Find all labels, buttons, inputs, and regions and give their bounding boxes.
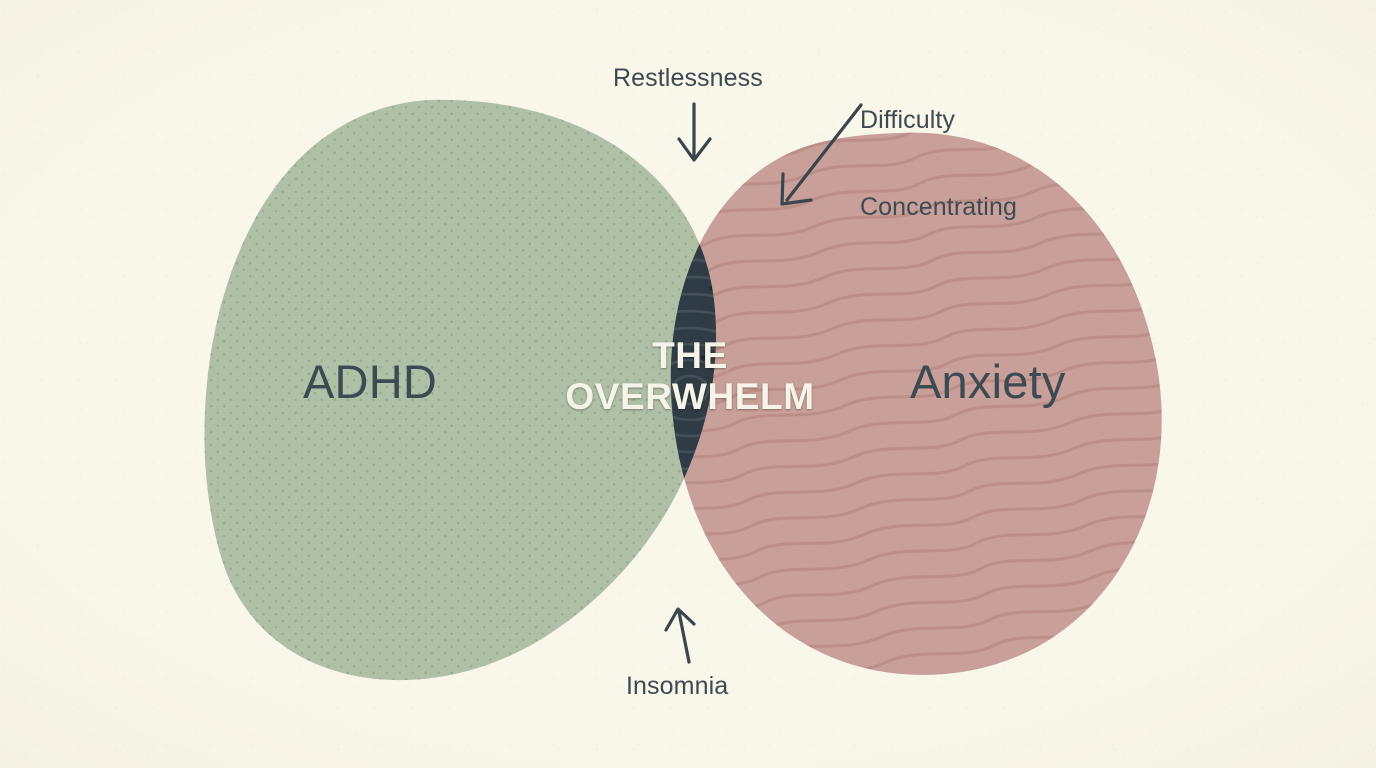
insomnia-arrow-icon [664, 607, 696, 664]
intersection-label-line2: OVERWHELM [565, 376, 815, 418]
adhd-set-label: ADHD [303, 355, 437, 408]
anxiety-set-label: Anxiety [910, 355, 1066, 408]
callout-label-difficulty-line2: Concentrating [860, 193, 1017, 221]
callout-label-insomnia: Insomnia [626, 672, 729, 700]
callout-label-difficulty-concentrating: Difficulty Concentrating [860, 48, 1017, 280]
callout-label-restlessness: Restlessness [613, 64, 763, 92]
callout-label-difficulty-line1: Difficulty [860, 106, 956, 134]
intersection-label-line1: THE [652, 335, 728, 376]
difficulty-concentrating-arrow-icon [780, 103, 863, 206]
restlessness-arrow-icon [677, 102, 712, 162]
callout-arrows [664, 102, 863, 664]
intersection-label: THE OVERWHELM [490, 335, 890, 418]
